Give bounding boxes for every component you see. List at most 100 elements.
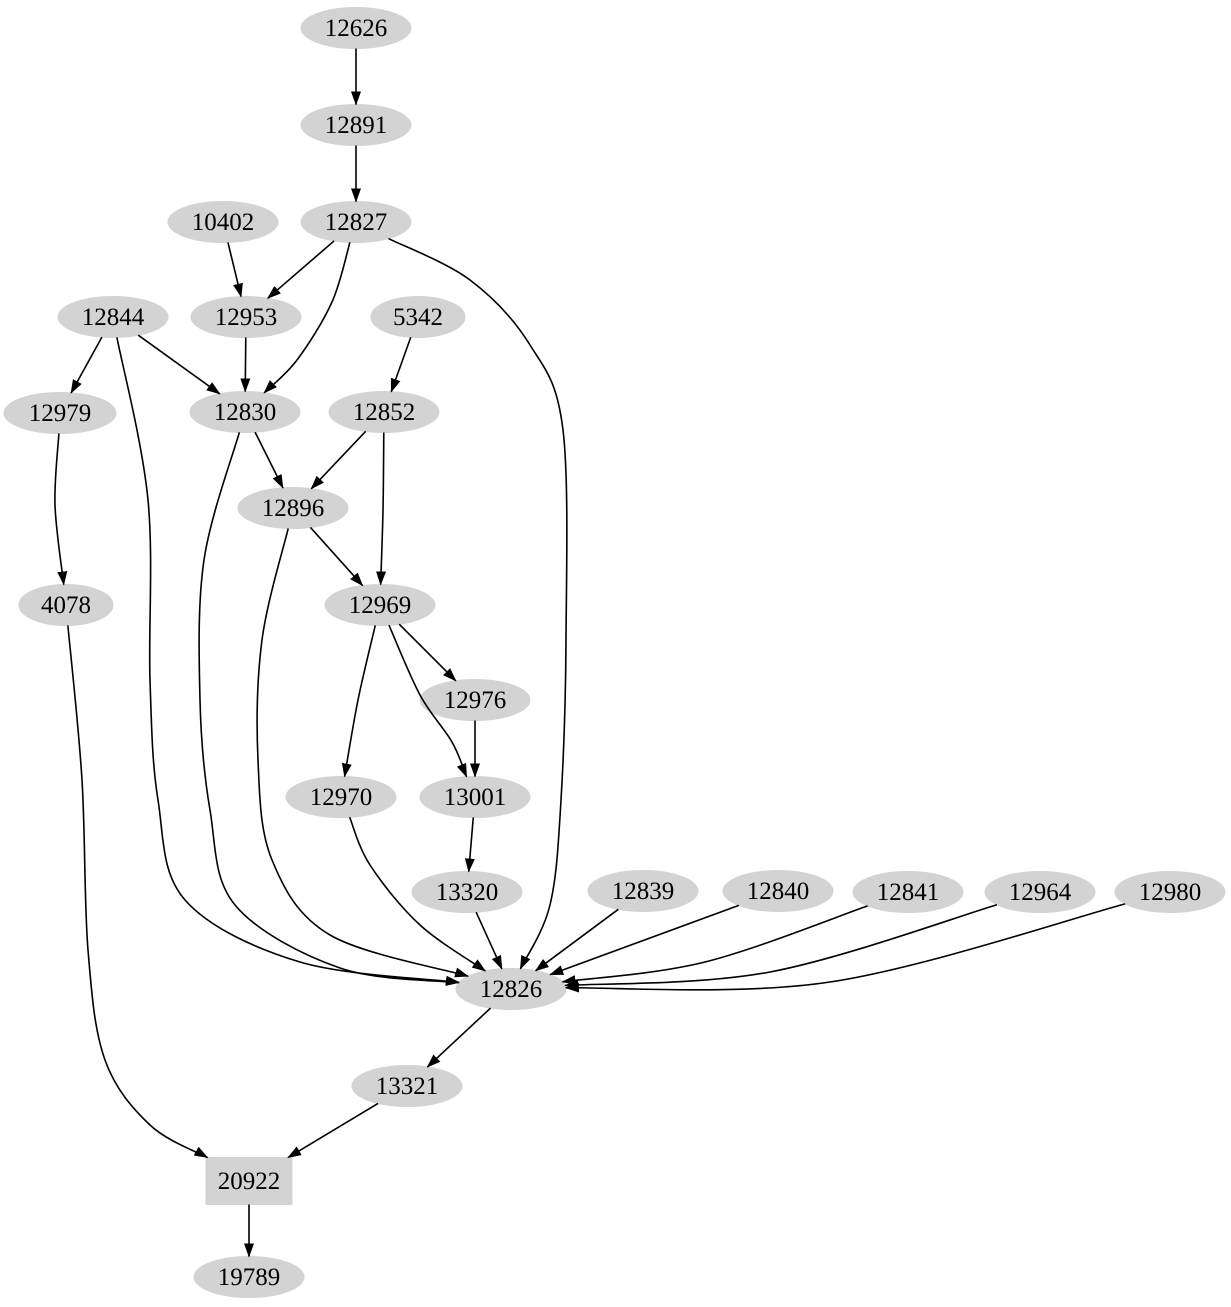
edge-12953-12830 — [240, 337, 251, 393]
node-label: 12844 — [82, 304, 145, 331]
node-10402: 10402 — [167, 201, 279, 243]
edge-12896-12969 — [309, 526, 364, 587]
node-20922: 20922 — [205, 1157, 293, 1205]
node-12980: 12980 — [1114, 871, 1226, 913]
edge-12969-13001 — [388, 624, 468, 778]
node-12826: 12826 — [455, 968, 567, 1010]
node-ellipse-shape — [167, 201, 279, 243]
node-12953: 12953 — [190, 296, 302, 338]
node-label: 12891 — [325, 112, 388, 139]
edge-12827-12953 — [267, 240, 335, 299]
edge-12852-12896 — [310, 430, 367, 490]
edge-12844-12979 — [70, 336, 103, 394]
edge-12969-12970 — [341, 625, 377, 778]
node-ellipse-shape — [1114, 871, 1226, 913]
node-ellipse-shape — [237, 487, 349, 529]
node-label: 12964 — [1009, 879, 1072, 906]
node-ellipse-shape — [285, 776, 397, 818]
node-ellipse-shape — [57, 296, 169, 338]
edge-13321-20922 — [287, 1102, 379, 1159]
edge-12964-12826 — [564, 903, 998, 990]
node-label: 10402 — [192, 209, 255, 236]
node-label: 12976 — [444, 687, 507, 714]
edge-13001-13320 — [464, 817, 475, 873]
edge-12840-12826 — [549, 904, 740, 976]
node-ellipse-shape — [852, 871, 964, 913]
edge-10402-12953 — [227, 242, 243, 298]
node-label: 19789 — [218, 1264, 281, 1291]
node-label: 12841 — [877, 879, 940, 906]
node-12964: 12964 — [984, 871, 1096, 913]
edge-12852-12969 — [376, 432, 387, 586]
node-12891: 12891 — [300, 104, 412, 146]
node-label: 4078 — [41, 592, 91, 619]
node-ellipse-shape — [351, 1065, 463, 1107]
edge-12839-12826 — [534, 908, 619, 972]
edge-12844-12826 — [116, 337, 460, 986]
edge-12979-4078 — [54, 433, 68, 586]
node-ellipse-shape — [190, 296, 302, 338]
node-label: 13320 — [436, 879, 499, 906]
node-12844: 12844 — [57, 296, 169, 338]
graph-edges — [54, 48, 1126, 1258]
edge-4078-20922 — [67, 625, 209, 1159]
node-13320: 13320 — [411, 871, 523, 913]
node-label: 12953 — [215, 304, 278, 331]
node-12969: 12969 — [324, 584, 436, 626]
node-12827: 12827 — [300, 201, 412, 243]
node-13321: 13321 — [351, 1065, 463, 1107]
node-13001: 13001 — [419, 776, 531, 818]
node-label: 20922 — [218, 1168, 281, 1195]
node-ellipse-shape — [328, 391, 440, 433]
edge-12980-12826 — [564, 903, 1126, 993]
node-12626: 12626 — [300, 7, 412, 49]
node-12976: 12976 — [419, 679, 531, 721]
node-4078: 4078 — [18, 584, 114, 626]
edge-12827-12826 — [388, 237, 568, 970]
edge-12827-12830 — [263, 242, 351, 394]
node-ellipse-shape — [587, 870, 699, 912]
node-12841: 12841 — [852, 871, 964, 913]
node-label: 12969 — [349, 592, 412, 619]
node-label: 12979 — [29, 400, 92, 427]
edge-12841-12826 — [561, 905, 868, 985]
node-5342: 5342 — [370, 296, 466, 338]
node-12979: 12979 — [3, 392, 117, 434]
node-label: 12827 — [325, 209, 388, 236]
node-ellipse-shape — [3, 392, 117, 434]
node-box-shape — [205, 1157, 293, 1205]
node-label: 12980 — [1139, 879, 1202, 906]
node-label: 13001 — [444, 784, 507, 811]
node-12896: 12896 — [237, 487, 349, 529]
node-12840: 12840 — [722, 870, 834, 912]
node-12970: 12970 — [285, 776, 397, 818]
edge-5342-12852 — [390, 336, 412, 393]
node-label: 12830 — [214, 399, 277, 426]
node-label: 12826 — [480, 976, 543, 1003]
node-12852: 12852 — [328, 391, 440, 433]
edge-12826-13321 — [426, 1007, 492, 1068]
node-12839: 12839 — [587, 870, 699, 912]
node-label: 12852 — [353, 399, 416, 426]
node-label: 12839 — [612, 878, 675, 905]
edge-12830-12826 — [198, 432, 460, 986]
edge-13320-12826 — [475, 911, 503, 970]
node-label: 12970 — [310, 784, 373, 811]
edge-12970-12826 — [348, 816, 487, 972]
node-label: 12626 — [325, 15, 388, 42]
node-label: 13321 — [376, 1073, 439, 1100]
node-label: 5342 — [393, 304, 443, 331]
edge-12969-12976 — [398, 623, 457, 682]
node-label: 12840 — [747, 878, 810, 905]
edge-12896-12826 — [256, 528, 470, 978]
node-label: 12896 — [262, 495, 325, 522]
node-ellipse-shape — [984, 871, 1096, 913]
edge-12844-12830 — [137, 334, 221, 395]
graph-nodes: 12626 12891 10402 12827 12844 12953 5342 12979 1… — [3, 7, 1226, 1298]
node-ellipse-shape — [722, 870, 834, 912]
node-19789: 19789 — [193, 1256, 305, 1298]
node-12830: 12830 — [189, 391, 301, 433]
node-ellipse-shape — [370, 296, 466, 338]
